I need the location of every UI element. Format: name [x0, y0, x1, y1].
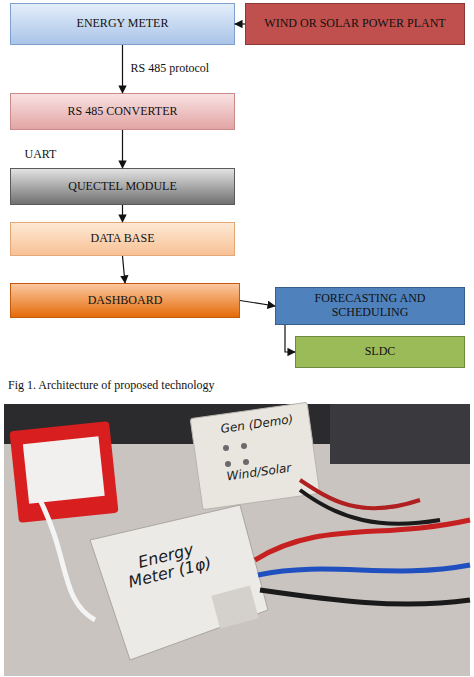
box-label: ENERGY METER: [77, 17, 169, 31]
box-label: WIND OR SOLAR POWER PLANT: [264, 17, 445, 31]
card-hole: [225, 461, 231, 467]
box-label: FORECASTING AND SCHEDULING: [280, 292, 460, 320]
laptop-body: [330, 404, 470, 464]
card-hole: [241, 443, 247, 449]
process-box: FORECASTING AND SCHEDULING: [275, 287, 465, 325]
energy-meter-device: [90, 505, 268, 660]
output-box: SLDC: [295, 336, 465, 368]
edge-label: RS 485 protocol: [131, 61, 210, 76]
card-hole: [223, 445, 229, 451]
process-box: DASHBOARD: [10, 283, 240, 318]
white-cable: [40, 500, 95, 620]
black-cable: [300, 490, 440, 524]
process-box: RS 485 CONVERTER: [10, 93, 235, 130]
figure-caption: Fig 1. Architecture of proposed technolo…: [8, 378, 215, 393]
process-box: ENERGY METER: [10, 3, 235, 45]
generator-card: [190, 402, 320, 510]
flow-arrow: [235, 23, 245, 24]
edge-label: UART: [25, 147, 57, 162]
flow-arrow: [122, 130, 123, 168]
red-device: [9, 421, 118, 523]
process-box: QUECTEL MODULE: [10, 168, 235, 205]
red-cable: [255, 520, 470, 560]
source-box: WIND OR SOLAR POWER PLANT: [245, 3, 465, 45]
box-label: QUECTEL MODULE: [68, 180, 177, 194]
box-label: DATA BASE: [90, 232, 154, 246]
red-device-label: [23, 436, 105, 504]
flow-arrow: [285, 325, 295, 352]
box-label: RS 485 CONVERTER: [68, 105, 178, 119]
black-cable: [260, 590, 470, 604]
card-hole: [243, 459, 249, 465]
flow-arrow: [122, 205, 123, 222]
flow-arrow: [240, 301, 275, 307]
meter-terminal: [211, 585, 258, 628]
process-box: DATA BASE: [10, 222, 235, 256]
flow-arrow: [123, 256, 126, 283]
box-label: DASHBOARD: [88, 294, 163, 308]
blue-cable: [258, 565, 470, 575]
flow-arrow: [122, 45, 123, 93]
box-label: SLDC: [365, 345, 396, 359]
